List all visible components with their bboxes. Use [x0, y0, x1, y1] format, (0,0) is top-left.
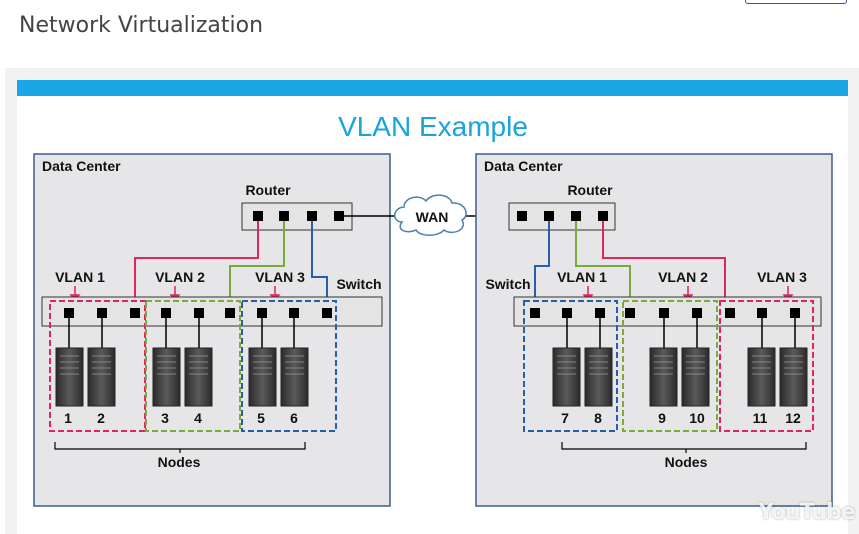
vlan3-left-label: VLAN 3 — [255, 269, 305, 285]
vlan3-right-label: VLAN 3 — [757, 269, 807, 285]
node-number: 3 — [161, 410, 169, 426]
youtube-logo[interactable]: YouTube — [758, 500, 856, 525]
datacenter-left: Data Center Router VLAN 1 VLAN 2 VLAN 3 … — [33, 153, 391, 507]
vlan2-right-label: VLAN 2 — [658, 269, 708, 285]
datacenter-right: Data Center Router Switch VLAN 1 VLAN 2 … — [475, 153, 833, 507]
router-right-label: Router — [567, 182, 613, 198]
diagram-title: VLAN Example — [338, 111, 528, 142]
switch-right-label: Switch — [485, 276, 530, 292]
node-number: 9 — [658, 410, 666, 426]
node-number: 12 — [785, 410, 801, 426]
node-number: 4 — [194, 410, 202, 426]
router-left-label: Router — [245, 182, 291, 198]
slide-header-bar — [17, 80, 848, 96]
node-number: 10 — [689, 410, 705, 426]
nodes-left-label: Nodes — [158, 454, 201, 470]
wan-cloud: WAN — [339, 194, 514, 236]
vlan2-left-label: VLAN 2 — [155, 269, 205, 285]
node-number: 8 — [594, 410, 602, 426]
vlan1-right-label: VLAN 1 — [557, 269, 607, 285]
node-number: 7 — [561, 410, 569, 426]
datacenter-right-label: Data Center — [484, 158, 563, 174]
node-number: 11 — [753, 410, 768, 426]
switch-left-label: Switch — [336, 276, 381, 292]
router-left: Router — [241, 182, 353, 231]
top-action-button[interactable] — [745, 0, 847, 4]
node-number: 1 — [64, 410, 72, 426]
node-number: 2 — [97, 410, 105, 426]
router-right: Router — [508, 182, 616, 231]
datacenter-left-label: Data Center — [42, 158, 121, 174]
node-number: 5 — [257, 410, 265, 426]
node-number: 6 — [290, 410, 298, 426]
vlan1-left-label: VLAN 1 — [55, 269, 105, 285]
nodes-right-label: Nodes — [665, 454, 708, 470]
wan-label: WAN — [416, 209, 449, 225]
page-title: Network Virtualization — [19, 13, 264, 38]
